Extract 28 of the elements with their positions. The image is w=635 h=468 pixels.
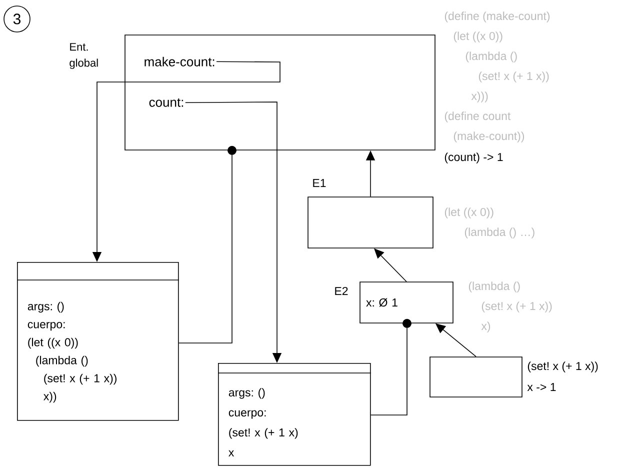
procedure-box: args: () cuerpo: (let ((x 0)) (lambda () (set! x (+ 1 x)) x)) bbox=[16, 262, 180, 421]
code-annotation: x -> 1 bbox=[527, 383, 556, 391]
code-text: (define count bbox=[444, 112, 511, 122]
code-text: (lambda () bbox=[466, 52, 517, 62]
environment-label: Ent. global bbox=[70, 43, 98, 69]
code-text: (set! x (+ 1 x)) bbox=[478, 72, 549, 82]
binding-label: count: bbox=[149, 98, 184, 107]
code-text: (define (make-count) bbox=[444, 12, 550, 22]
code-text: (let ((x 0)) bbox=[454, 32, 502, 42]
environment-label: E2 bbox=[335, 286, 348, 295]
environment-label: E1 bbox=[313, 179, 326, 187]
code-text: (count) -> 1 bbox=[444, 152, 503, 164]
code-annotation: (set! x (+ 1 x)) bbox=[482, 302, 552, 312]
procedure-box: args: () cuerpo: (set! x (+ 1 x) x bbox=[218, 363, 372, 466]
environment-box: x: Ø 1 bbox=[360, 282, 454, 324]
code-annotation: (set! x (+ 1 x)) bbox=[528, 362, 598, 372]
pointer-line bbox=[370, 318, 412, 416]
environment-box bbox=[430, 356, 522, 398]
environment-box bbox=[308, 196, 434, 248]
code-annotation: (lambda () bbox=[468, 282, 520, 292]
code-annotation: x) bbox=[481, 322, 490, 332]
environment-box bbox=[124, 34, 436, 150]
code-annotation: (lambda () …) bbox=[464, 228, 534, 238]
code-text: x))) bbox=[471, 92, 488, 102]
binding-label: make-count: bbox=[144, 56, 214, 66]
code-annotation: (let ((x 0)) bbox=[444, 208, 494, 218]
code-text: (make-count)) bbox=[454, 132, 524, 142]
pointer-line bbox=[178, 146, 236, 344]
